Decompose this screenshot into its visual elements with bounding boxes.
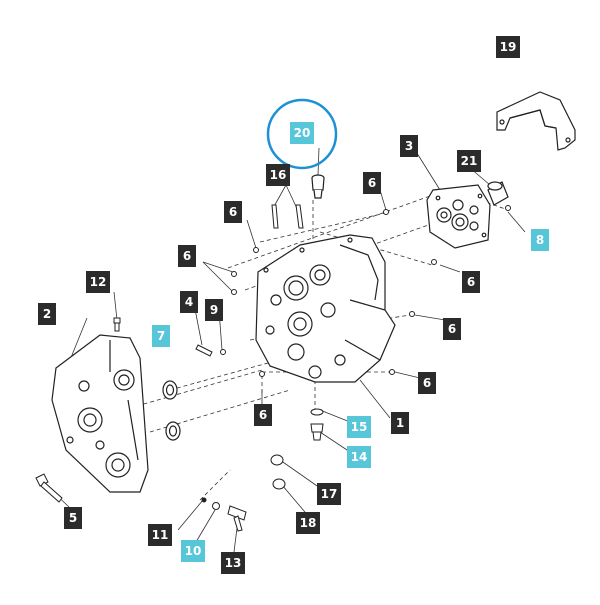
callout-6-g[interactable]: 6 [254, 404, 272, 426]
ball-part-11 [201, 497, 207, 503]
callout-10[interactable]: 10 [181, 540, 205, 562]
callout-8[interactable]: 8 [531, 229, 549, 251]
callout-18[interactable]: 18 [296, 512, 320, 534]
breather-part-20 [311, 174, 325, 199]
callout-12[interactable]: 12 [86, 271, 110, 293]
callout-6-b[interactable]: 6 [178, 245, 196, 267]
callout-20[interactable]: 20 [290, 122, 314, 144]
o-ring-part-17 [270, 454, 284, 466]
callout-6-f[interactable]: 6 [418, 372, 436, 394]
callout-3[interactable]: 3 [400, 135, 418, 157]
callout-11[interactable]: 11 [148, 524, 172, 546]
spring-part-10 [212, 502, 220, 510]
bolt-part-12 [113, 317, 121, 332]
callout-9[interactable]: 9 [205, 299, 223, 321]
plug-bolt-part-13 [227, 505, 247, 532]
callout-2[interactable]: 2 [38, 303, 56, 325]
callout-19[interactable]: 19 [496, 36, 520, 58]
pin-part-4 [195, 344, 213, 357]
callout-17[interactable]: 17 [317, 483, 341, 505]
shield-part-19 [496, 91, 576, 151]
callout-21[interactable]: 21 [457, 150, 481, 172]
pin-part-21 [487, 181, 509, 206]
callout-7[interactable]: 7 [152, 325, 170, 347]
callout-13[interactable]: 13 [221, 552, 245, 574]
selection-ring [266, 98, 338, 170]
callout-5[interactable]: 5 [64, 507, 82, 529]
plug-part-9 [220, 349, 226, 355]
side-cover-part-2 [51, 334, 149, 493]
callout-14[interactable]: 14 [347, 446, 371, 468]
cover-plate-part-3 [426, 184, 491, 249]
callout-6-e[interactable]: 6 [443, 318, 461, 340]
small-fasteners-part-6 [231, 209, 437, 377]
callout-16[interactable]: 16 [266, 164, 290, 186]
callout-1[interactable]: 1 [391, 412, 409, 434]
o-ring-part-18 [272, 478, 286, 490]
drain-plug-part-14 [310, 423, 324, 441]
main-housing-part-1 [255, 234, 396, 383]
callout-6-a[interactable]: 6 [224, 201, 242, 223]
seal-part-7 [162, 380, 181, 441]
callout-6-c[interactable]: 6 [363, 172, 381, 194]
callout-6-d[interactable]: 6 [462, 271, 480, 293]
callout-4[interactable]: 4 [180, 291, 198, 313]
callout-15[interactable]: 15 [347, 416, 371, 438]
bolt-part-5 [35, 473, 63, 503]
washer-part-15 [310, 408, 324, 416]
dowel-pins-part-16 [271, 204, 304, 229]
